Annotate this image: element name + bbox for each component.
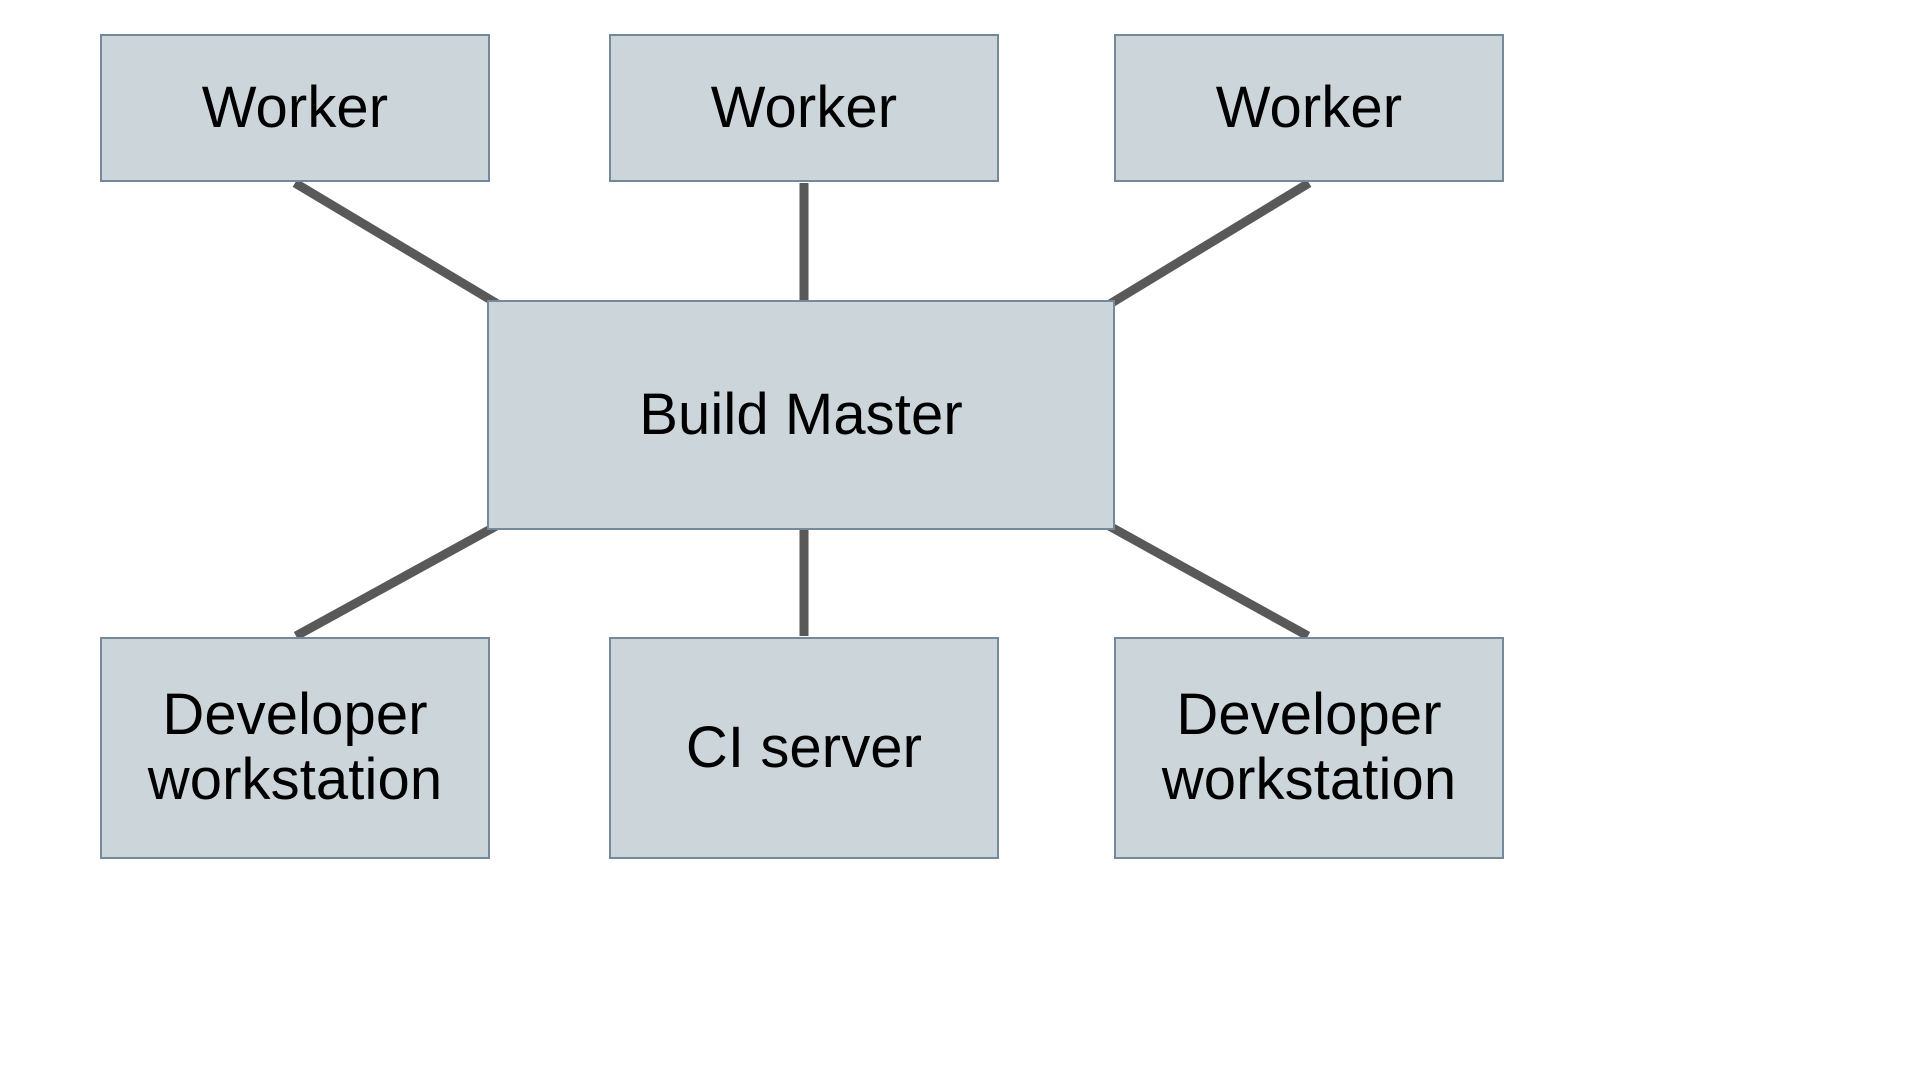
node-worker-2-label: Worker	[710, 74, 898, 140]
node-worker-3[interactable]: Worker	[1114, 34, 1504, 182]
node-ci-server-label: CI server	[685, 714, 923, 780]
node-build-master-label: Build Master	[639, 381, 963, 447]
node-ci-server[interactable]: CI server	[609, 637, 999, 859]
node-worker-3-label: Worker	[1215, 74, 1403, 140]
node-developer-workstation-1[interactable]: Developer workstation	[100, 637, 490, 859]
node-build-master[interactable]: Build Master	[487, 300, 1115, 530]
node-developer-workstation-1-label: Developer workstation	[147, 682, 443, 812]
node-developer-workstation-2[interactable]: Developer workstation	[1114, 637, 1504, 859]
node-worker-1[interactable]: Worker	[100, 34, 490, 182]
node-worker-2[interactable]: Worker	[609, 34, 999, 182]
node-developer-workstation-2-label: Developer workstation	[1161, 682, 1457, 812]
node-worker-1-label: Worker	[201, 74, 389, 140]
